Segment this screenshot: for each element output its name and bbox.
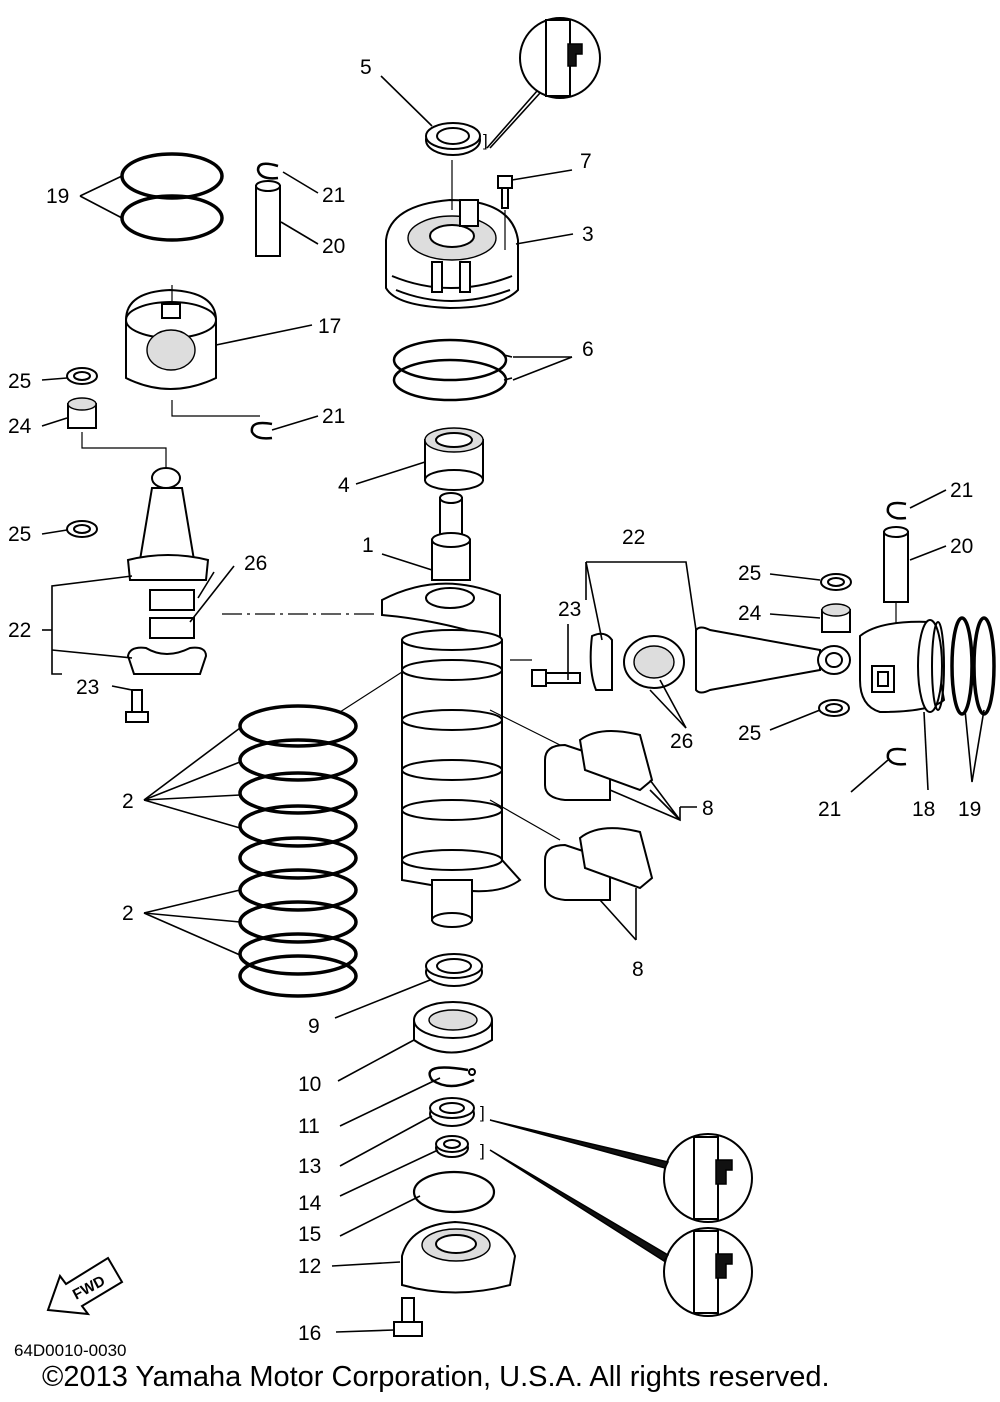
circlip-11 [428, 1066, 476, 1088]
label-5: 5 [360, 56, 372, 79]
copyright-notice: ©2013 Yamaha Motor Corporation, U.S.A. A… [42, 1361, 830, 1393]
label-20a: 20 [322, 235, 345, 258]
label-7: 7 [580, 150, 592, 173]
svg-text:]: ] [483, 131, 488, 150]
connecting-rod-22-left [81, 432, 210, 581]
label-23b: 23 [558, 598, 581, 621]
fwd-arrow-icon: FWD [46, 1256, 124, 1316]
circlip-21-top-right [886, 501, 907, 520]
washer-25-right-upper [820, 573, 852, 591]
needle-bearing-24-left [67, 397, 97, 429]
grease-callout-icon [489, 1119, 753, 1223]
label-21d: 21 [818, 798, 841, 821]
label-18: 18 [912, 798, 935, 821]
oil-seal-5: ] [425, 122, 488, 156]
svg-text:]: ] [480, 1141, 485, 1160]
bolt-16 [393, 1297, 423, 1337]
piston-18 [859, 602, 946, 714]
bolt-7 [497, 175, 513, 209]
circlip-21-bottom-right [886, 747, 907, 766]
connecting-rod-22-right [695, 626, 851, 694]
ball-bearing-10 [413, 1001, 493, 1054]
washer-25-right-lower [818, 699, 850, 717]
label-15: 15 [298, 1223, 321, 1246]
needle-bearing-26-left [149, 589, 195, 639]
label-1: 1 [362, 534, 374, 557]
label-19a: 19 [46, 185, 69, 208]
label-26b: 26 [670, 730, 693, 753]
label-12: 12 [298, 1255, 321, 1278]
label-2a: 2 [122, 790, 134, 813]
lower-bearing-housing-12 [401, 1220, 517, 1294]
grease-callout-icon [489, 1149, 753, 1317]
label-19b: 19 [958, 798, 981, 821]
seal-ring-6 [392, 338, 513, 402]
label-3: 3 [582, 223, 594, 246]
rod-bolt-23-left [125, 689, 149, 723]
rod-cap-22-left [126, 646, 208, 675]
label-26a: 26 [244, 552, 267, 575]
main-bearing-8-lower [489, 799, 654, 901]
label-8a: 8 [702, 797, 714, 820]
label-16: 16 [298, 1322, 321, 1345]
label-25a: 25 [8, 370, 31, 393]
circlip-21-top-left [256, 162, 279, 180]
needle-bearing-4 [424, 427, 484, 491]
piston-ring-19-left [120, 152, 224, 242]
diagram-code: 64D0010-0030 [14, 1341, 126, 1360]
label-10: 10 [298, 1073, 321, 1096]
oil-seal-14: ] [435, 1135, 485, 1160]
circlip-21-mid-left [171, 400, 273, 440]
label-2b: 2 [122, 902, 134, 925]
crankshaft-1 [381, 492, 522, 928]
label-24a: 24 [8, 415, 32, 438]
oil-seal-13: ] [429, 1097, 485, 1127]
label-11: 11 [298, 1115, 320, 1138]
label-21c: 21 [950, 479, 973, 502]
needle-bearing-26-right [623, 635, 685, 689]
label-4: 4 [338, 474, 350, 497]
leader-lines [41, 75, 985, 1333]
upper-bearing-housing-3 [385, 160, 519, 310]
label-6: 6 [582, 338, 594, 361]
label-25d: 25 [738, 722, 761, 745]
label-22b: 22 [622, 526, 645, 549]
label-24b: 24 [738, 602, 762, 625]
label-21a: 21 [322, 184, 345, 207]
piston-ring-19-right [950, 616, 996, 716]
washer-25-left-upper [66, 367, 98, 385]
label-17: 17 [318, 315, 341, 338]
o-ring-15 [412, 1170, 496, 1214]
label-25b: 25 [8, 523, 31, 546]
label-14: 14 [298, 1192, 322, 1215]
crankshaft-ring-set-2 [238, 671, 403, 998]
label-9: 9 [308, 1015, 320, 1038]
label-20b: 20 [950, 535, 973, 558]
label-22a: 22 [8, 619, 31, 642]
washer-25-left-lower [66, 520, 98, 538]
piston-17 [125, 285, 217, 390]
rod-cap-22-right [589, 632, 613, 691]
label-25c: 25 [738, 562, 761, 585]
piston-pin-20-left [255, 180, 281, 257]
label-8b: 8 [632, 958, 644, 981]
svg-text:]: ] [480, 1103, 485, 1122]
label-23a: 23 [76, 676, 99, 699]
grease-callout-icon [486, 17, 601, 149]
piston-pin-20-right [883, 526, 909, 603]
needle-bearing-24-right [821, 603, 851, 633]
label-13: 13 [298, 1155, 321, 1178]
main-bearing-8-upper [489, 709, 654, 801]
seal-9 [425, 953, 483, 987]
label-21b: 21 [322, 405, 345, 428]
rod-bolt-23-right [531, 669, 581, 687]
